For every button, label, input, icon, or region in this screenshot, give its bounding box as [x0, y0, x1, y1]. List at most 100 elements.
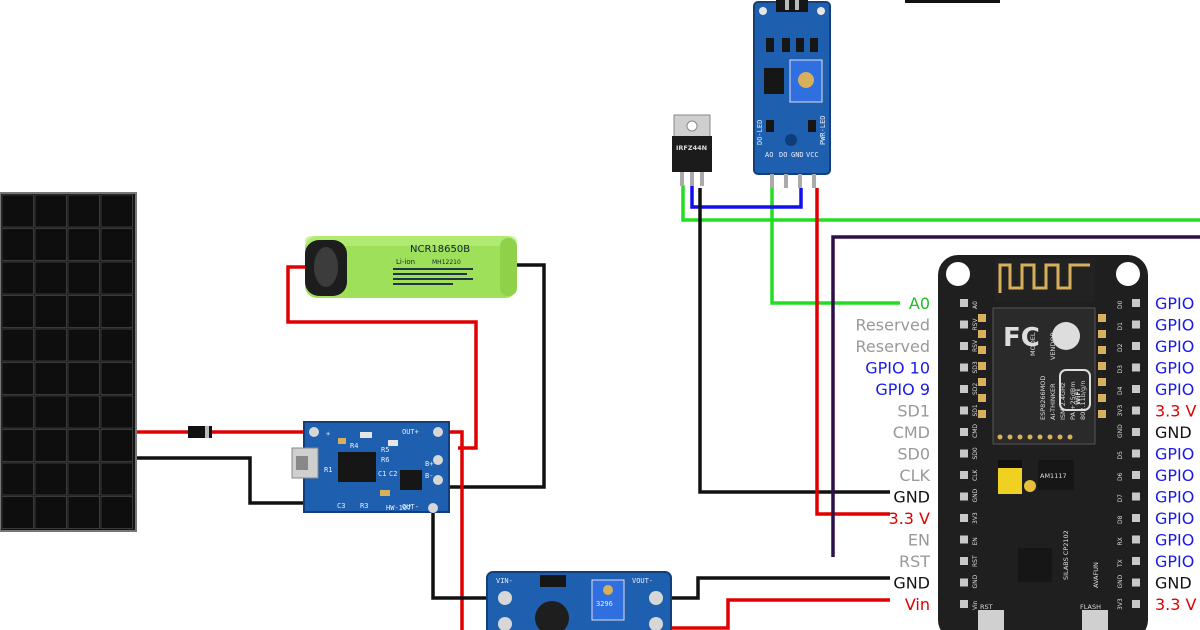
esp-right-silk: GND: [1117, 424, 1124, 438]
solar-cell: [1, 395, 34, 429]
solar-cell: [100, 462, 133, 496]
wire-rst-purple: [831, 235, 1200, 557]
right-pin-label: GPIO: [1155, 445, 1194, 464]
esp-right-silk: D2: [1117, 343, 1124, 352]
solar-cell: [100, 295, 133, 328]
solar-cell: [34, 194, 67, 228]
solar-cell: [67, 395, 100, 429]
header-pin: [1132, 363, 1140, 372]
charger-board-name: HW-107: [386, 504, 411, 512]
left-pin-label: CMD: [893, 423, 930, 442]
solar-cell: [1, 194, 34, 228]
header-pin: [960, 363, 968, 372]
esp-chip: SILABS CP2102: [1062, 530, 1070, 580]
sensor-do-led-label: DO-LED: [756, 120, 764, 145]
solar-cell: [67, 496, 100, 529]
header-pin: [960, 471, 968, 479]
header-pin: [960, 406, 968, 415]
header-pin: [1132, 320, 1140, 329]
left-pin-label: GND: [893, 488, 930, 507]
solar-cell: [100, 261, 133, 295]
header-pin: [960, 449, 968, 458]
wire-green-bus: [681, 185, 1200, 222]
booster-module: VIN- VOUT- 3296: [486, 571, 672, 630]
solar-cell: [100, 496, 133, 529]
booster-vin-label: VIN-: [496, 577, 513, 585]
esp8266-board: FC MODEL ESP8266MOD VENDOR AI-THINKER IS…: [938, 255, 1148, 630]
header-pin: [1132, 600, 1140, 608]
sensor-module: AO DO GND VCC PWR-LED DO-LED: [753, 0, 831, 188]
charger-label-bplus: B+: [425, 460, 433, 468]
esp-thinker: AI-THINKER: [1049, 383, 1057, 420]
left-pin-label: EN: [908, 531, 930, 550]
left-pin-label: Reserved: [856, 316, 930, 335]
esp-right-silk: 3V3: [1117, 598, 1124, 610]
right-pin-label: GPIO: [1155, 294, 1194, 313]
header-pin: [1132, 557, 1140, 565]
solar-cell: [100, 328, 133, 362]
esp-left-silk: CMD: [972, 424, 979, 438]
wire-battery-negative: [435, 263, 546, 489]
charger-ref-r3: R3: [360, 502, 368, 510]
esp-right-silk: D8: [1117, 515, 1124, 524]
header-pin: [1132, 428, 1140, 436]
header-pin: [960, 514, 968, 522]
solar-cell: [100, 362, 133, 395]
solar-cell: [67, 328, 100, 362]
wire-solar-negative: [133, 456, 312, 505]
charger-ref-r6: R6: [381, 456, 389, 464]
esp-left-silk: SD0: [972, 447, 979, 459]
right-pin-label: GPIO: [1155, 316, 1194, 335]
right-pin-label: GPIO 4: [1155, 337, 1200, 356]
left-pin-label: GND: [893, 574, 930, 593]
left-pin-label: GPIO 9: [875, 380, 930, 399]
header-pin: [960, 600, 968, 608]
solar-cell: [34, 328, 67, 362]
battery-chem: Li-ion: [396, 258, 415, 266]
sensor-pin-ao: AO: [765, 151, 773, 159]
header-pin: [960, 299, 968, 307]
wire-blue-link: [690, 185, 803, 209]
left-pin-label: Vin: [905, 595, 930, 614]
charger-label-outplus: OUT+: [402, 428, 419, 436]
esp-right-silk: GND: [1117, 574, 1124, 588]
solar-cell: [67, 462, 100, 496]
solar-cell: [1, 429, 34, 462]
charger-module: + OUT+ B+ B- OUT- HW-107 R4 R5 R6 C1 C2 …: [291, 421, 450, 513]
wire-booster-gnd: [663, 576, 890, 600]
antenna-trace: [998, 263, 1090, 293]
header-pin: [1132, 406, 1140, 415]
booster-vout-label: VOUT-: [632, 577, 653, 585]
header-pin: [1132, 578, 1140, 587]
left-pin-label: RST: [899, 552, 930, 571]
right-pin-label: 3.3 V: [1155, 595, 1197, 614]
esp-left-silk: SD3: [972, 361, 979, 373]
sensor-pin-do: DO: [779, 151, 787, 159]
sensor-pin-gnd: GND: [791, 151, 804, 159]
wire-sensor-a0: [770, 188, 900, 305]
battery-18650: NCR18650B Li-ion MH12210: [305, 236, 517, 298]
sensor-pin-vcc: VCC: [806, 151, 819, 159]
header-pin: [1132, 299, 1140, 307]
right-pin-label: GPIO 3: [1155, 531, 1200, 550]
wire-battery-positive: [286, 265, 478, 450]
charger-ref-r4: R4: [350, 442, 358, 450]
left-pin-label: Reserved: [856, 337, 930, 356]
solar-cell: [34, 228, 67, 261]
solar-panel: [0, 192, 137, 532]
header-pin: [960, 428, 968, 436]
charger-ref-c1: C1: [378, 470, 386, 478]
header-pin: [960, 342, 968, 350]
right-pin-label: GPIO 0: [1155, 359, 1200, 378]
esp-right-silk: D1: [1117, 322, 1124, 331]
solar-cell: [34, 261, 67, 295]
right-pin-label: GPIO 2: [1155, 380, 1200, 399]
right-pin-label: GPIO: [1155, 488, 1194, 507]
charger-ref-r1: R1: [324, 466, 332, 474]
solar-cell: [67, 429, 100, 462]
header-pin: [1132, 492, 1140, 501]
right-pin-label: 3.3 V: [1155, 402, 1197, 421]
wire-sensor-vcc: [815, 188, 890, 516]
right-pin-label: GPIO: [1155, 466, 1194, 485]
